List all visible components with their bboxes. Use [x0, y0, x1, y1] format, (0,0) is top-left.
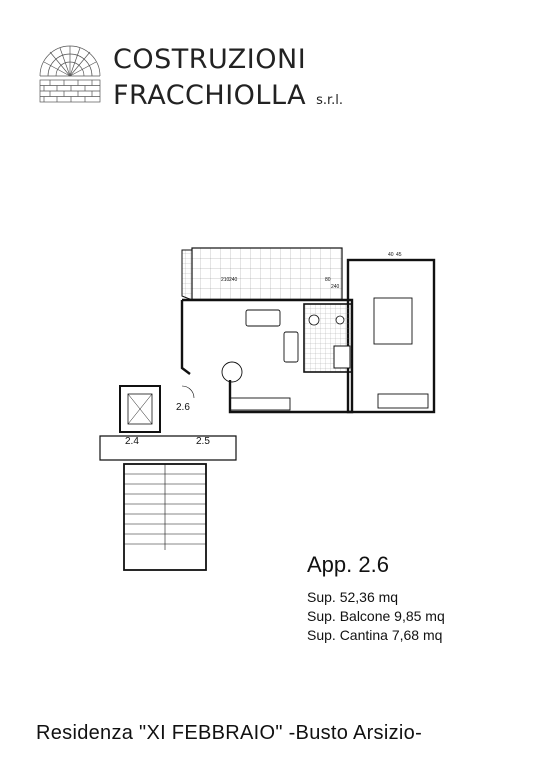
kitchen-counter	[229, 397, 291, 411]
area-surface: Sup. 52,36 mq	[307, 589, 399, 605]
stair-treads	[124, 473, 206, 545]
sofa	[245, 309, 281, 327]
dim-label-3: 80	[325, 277, 331, 283]
dim-label-6: 45	[396, 252, 402, 258]
bathroom-sink	[308, 314, 320, 326]
bed	[373, 297, 413, 345]
entrance-door-swing	[181, 385, 195, 399]
area-balcony: Sup. Balcone 9,85 mq	[307, 608, 445, 624]
living-room-west-wall	[180, 300, 191, 375]
balcony	[191, 247, 343, 301]
floor-plan: 2.6 2.4 2.5 210 240 80 240 40 45	[99, 247, 436, 571]
company-name: COSTRUZIONI FRACCHIOLLA s.r.l.	[113, 42, 343, 119]
armchair	[283, 331, 299, 363]
dining-table	[221, 361, 243, 383]
elevator-car-diagonal-b	[127, 393, 153, 425]
dim-label-1: 210	[221, 277, 230, 283]
company-name-line2: FRACCHIOLLA s.r.l.	[113, 78, 343, 119]
apartment-title: App. 2.6	[307, 552, 389, 577]
company-logo	[39, 45, 101, 103]
bathroom-wc	[335, 315, 345, 325]
elevator-car	[127, 393, 153, 425]
elevator-shaft	[119, 385, 161, 433]
bathroom-shower	[333, 345, 351, 369]
balcony-corner	[181, 249, 193, 301]
bedroom	[346, 258, 436, 414]
dim-label-2: 240	[229, 277, 238, 283]
residence-caption: Residenza "XI FEBBRAIO" -Busto Arsizio-	[36, 722, 423, 744]
dim-label-5: 40	[388, 252, 394, 258]
room-label-door-left: 2.4	[125, 436, 139, 447]
area-cellar: Sup. Cantina 7,68 mq	[307, 627, 443, 643]
bedroom-wardrobe	[377, 393, 429, 409]
room-label-unit: 2.6	[176, 402, 190, 413]
room-label-door-right: 2.5	[196, 436, 210, 447]
dim-label-4: 240	[331, 284, 340, 290]
landing	[99, 435, 237, 461]
company-suffix: s.r.l.	[316, 93, 344, 108]
company-name-line1: COSTRUZIONI	[113, 44, 307, 75]
company-name-line2-text: FRACCHIOLLA	[113, 80, 307, 111]
